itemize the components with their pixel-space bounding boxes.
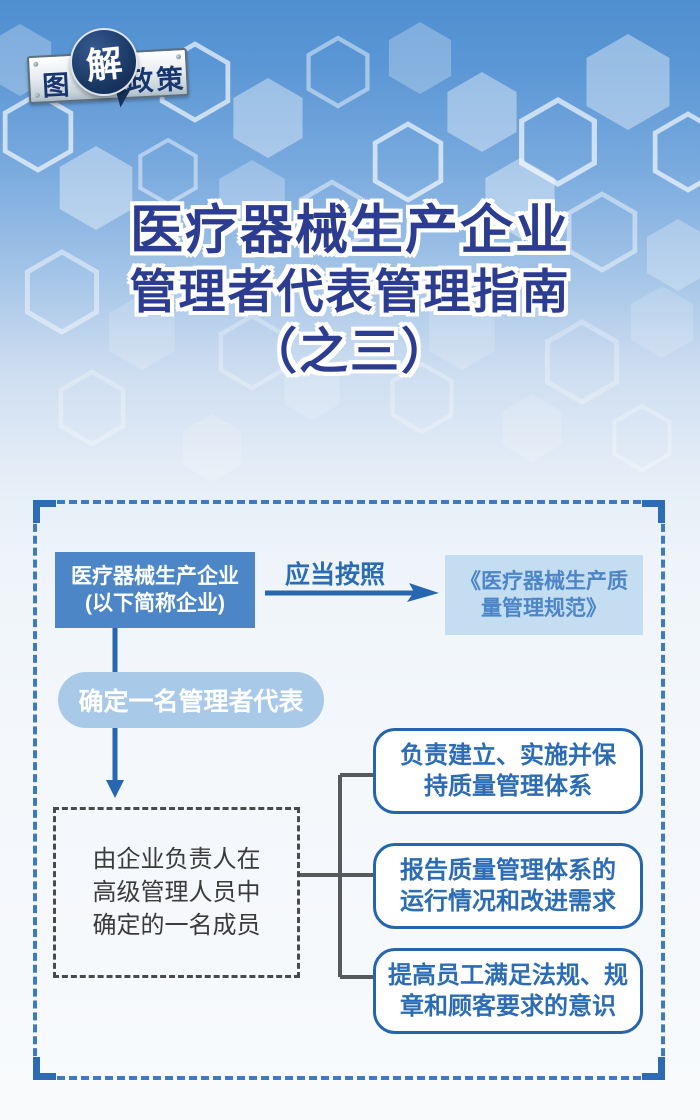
page-title: 医疗器械生产企业 管理者代表管理指南 （之三） [0,200,700,382]
enterprise-box: 医疗器械生产企业 (以下简称企业) [55,552,255,628]
tujie-zhengce-logo: 图 政策 解 [24,28,200,124]
duty-line: 章和顾客要求的意识 [400,993,616,1020]
standard-line-1: 《医疗器械生产质 [460,570,628,593]
member-line-2: 高级管理人员中 [92,879,261,906]
duty-line: 提高员工满足法规、规 [388,962,628,989]
down-arrow-head [106,780,124,798]
speech-bubble: 解 [70,28,138,96]
border-corner [33,500,56,523]
duty-box-establish-qms: 负责建立、实施并保 持质量管理体系 [373,728,643,814]
duty-bracket-lines [300,773,373,979]
logo-text-center: 解 [84,42,125,87]
standard-line-2: 量管理规范》 [481,597,607,620]
duty-line: 报告质量管理体系的 [400,857,616,884]
border-corner [642,500,665,523]
title-line-3: （之三） [247,325,452,379]
appoint-representative-pill: 确定一名管理者代表 [58,672,324,728]
right-arrow-head [407,583,439,602]
screw-dot [33,61,39,67]
duty-line: 负责建立、实施并保 [400,742,616,769]
duty-box-raise-awareness: 提高员工满足法规、规 章和顾客要求的意识 [373,948,643,1034]
flowchart-container: 医疗器械生产企业 (以下简称企业) 应当按照 《医疗器械生产质 量管理规范》 确… [33,500,665,1080]
border-corner [33,1057,56,1080]
title-line-2: 管理者代表管理指南 [129,265,571,318]
member-line-3: 确定的一名成员 [92,912,261,939]
standard-box: 《医疗器械生产质 量管理规范》 [445,555,643,635]
logo-text-left: 图 [41,70,71,102]
border-corner [642,1057,665,1080]
duty-box-report-qms: 报告质量管理体系的 运行情况和改进需求 [373,843,643,929]
duty-line: 运行情况和改进需求 [400,888,616,915]
title-line-1: 医疗器械生产企业 [130,201,570,260]
enterprise-line-2: (以下简称企业) [85,592,225,615]
member-line-1: 由企业负责人在 [92,846,261,873]
arrow-label: 应当按照 [284,561,385,589]
member-definition-box: 由企业负责人在 高级管理人员中 确定的一名成员 [53,807,300,978]
screw-dot [34,92,41,98]
duty-line: 持质量管理体系 [424,773,592,800]
enterprise-line-1: 医疗器械生产企业 [71,565,239,588]
